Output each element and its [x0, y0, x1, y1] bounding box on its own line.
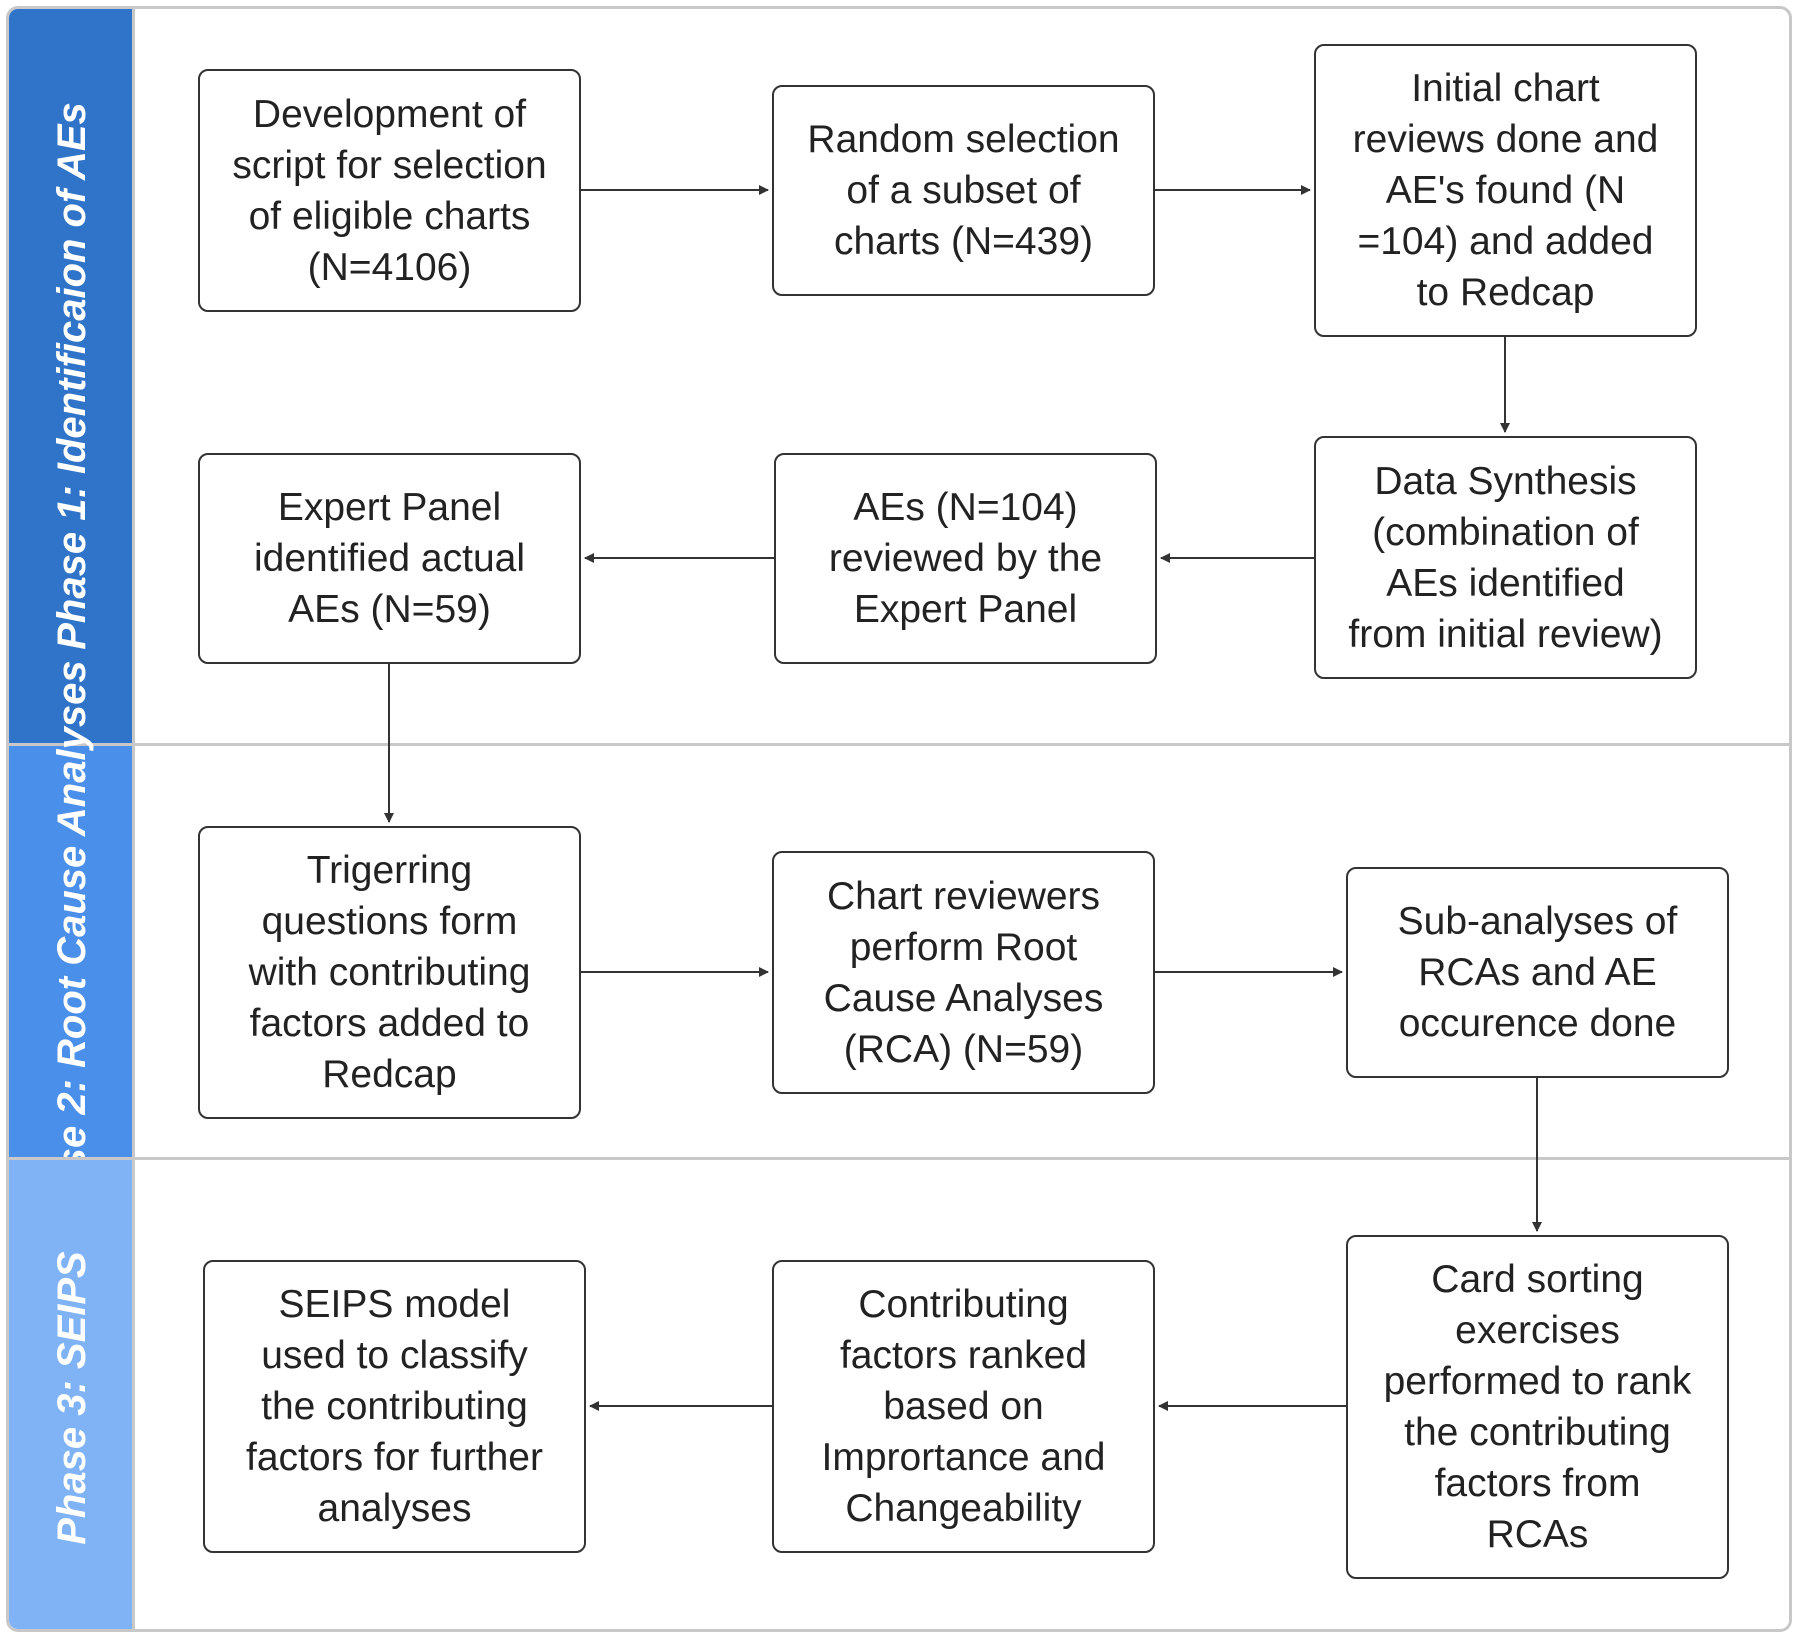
box-root-cause-analyses-text: Chart reviewers perform Root Cause Analy…	[823, 874, 1104, 1071]
phase-2-label: Phase 2: Root Cause Analyses	[50, 659, 94, 1244]
phase-1-band: Phase 1: Identificaion of AEs	[9, 9, 1789, 743]
phase-3-strip: Phase 3: SEIPS	[9, 1160, 135, 1629]
box-expert-panel-text: Expert Panel identified actual AEs (N=59…	[253, 486, 526, 631]
phase-1-strip: Phase 1: Identificaion of AEs	[9, 9, 135, 743]
phase-2-band: Phase 2: Root Cause Analyses	[9, 660, 1789, 1243]
box-factors-ranked: Contributing factors ranked based on Imp…	[772, 1260, 1155, 1553]
box-development-of-script-text: Development of script for selection of e…	[232, 92, 547, 289]
box-root-cause-analyses: Chart reviewers perform Root Cause Analy…	[772, 851, 1155, 1094]
box-sub-analyses-text: Sub-analyses of RCAs and AE occurence do…	[1397, 900, 1678, 1045]
box-random-selection-text: Random selection of a subset of charts (…	[807, 118, 1120, 263]
box-card-sorting: Card sorting exercises performed to rank…	[1346, 1235, 1729, 1579]
box-factors-ranked-text: Contributing factors ranked based on Imp…	[821, 1283, 1106, 1530]
box-initial-chart-reviews-text: Initial chart reviews done and AE's foun…	[1352, 67, 1659, 314]
box-sub-analyses: Sub-analyses of RCAs and AE occurence do…	[1346, 867, 1729, 1078]
box-seips-model-text: SEIPS model used to classify the contrib…	[246, 1283, 543, 1530]
phase-2-strip: Phase 2: Root Cause Analyses	[9, 660, 135, 1243]
box-data-synthesis: Data Synthesis (combination of AEs ident…	[1314, 436, 1697, 679]
box-aes-reviewed: AEs (N=104) reviewed by the Expert Panel	[774, 453, 1157, 664]
box-development-of-script: Development of script for selection of e…	[198, 69, 581, 312]
box-expert-panel: Expert Panel identified actual AEs (N=59…	[198, 453, 581, 664]
phase-3-band: Phase 3: SEIPS	[9, 1157, 1789, 1629]
phase-1-label: Phase 1: Identificaion of AEs	[50, 102, 94, 650]
box-card-sorting-text: Card sorting exercises performed to rank…	[1383, 1258, 1692, 1556]
box-seips-model: SEIPS model used to classify the contrib…	[203, 1260, 586, 1553]
box-triggering-questions: Trigerring questions form with contribut…	[198, 826, 581, 1119]
box-data-synthesis-text: Data Synthesis (combination of AEs ident…	[1348, 459, 1663, 656]
box-initial-chart-reviews: Initial chart reviews done and AE's foun…	[1314, 44, 1697, 337]
box-random-selection: Random selection of a subset of charts (…	[772, 85, 1155, 296]
box-aes-reviewed-text: AEs (N=104) reviewed by the Expert Panel	[828, 486, 1103, 631]
phase-3-label: Phase 3: SEIPS	[50, 1250, 94, 1545]
box-triggering-questions-text: Trigerring questions form with contribut…	[248, 849, 531, 1096]
